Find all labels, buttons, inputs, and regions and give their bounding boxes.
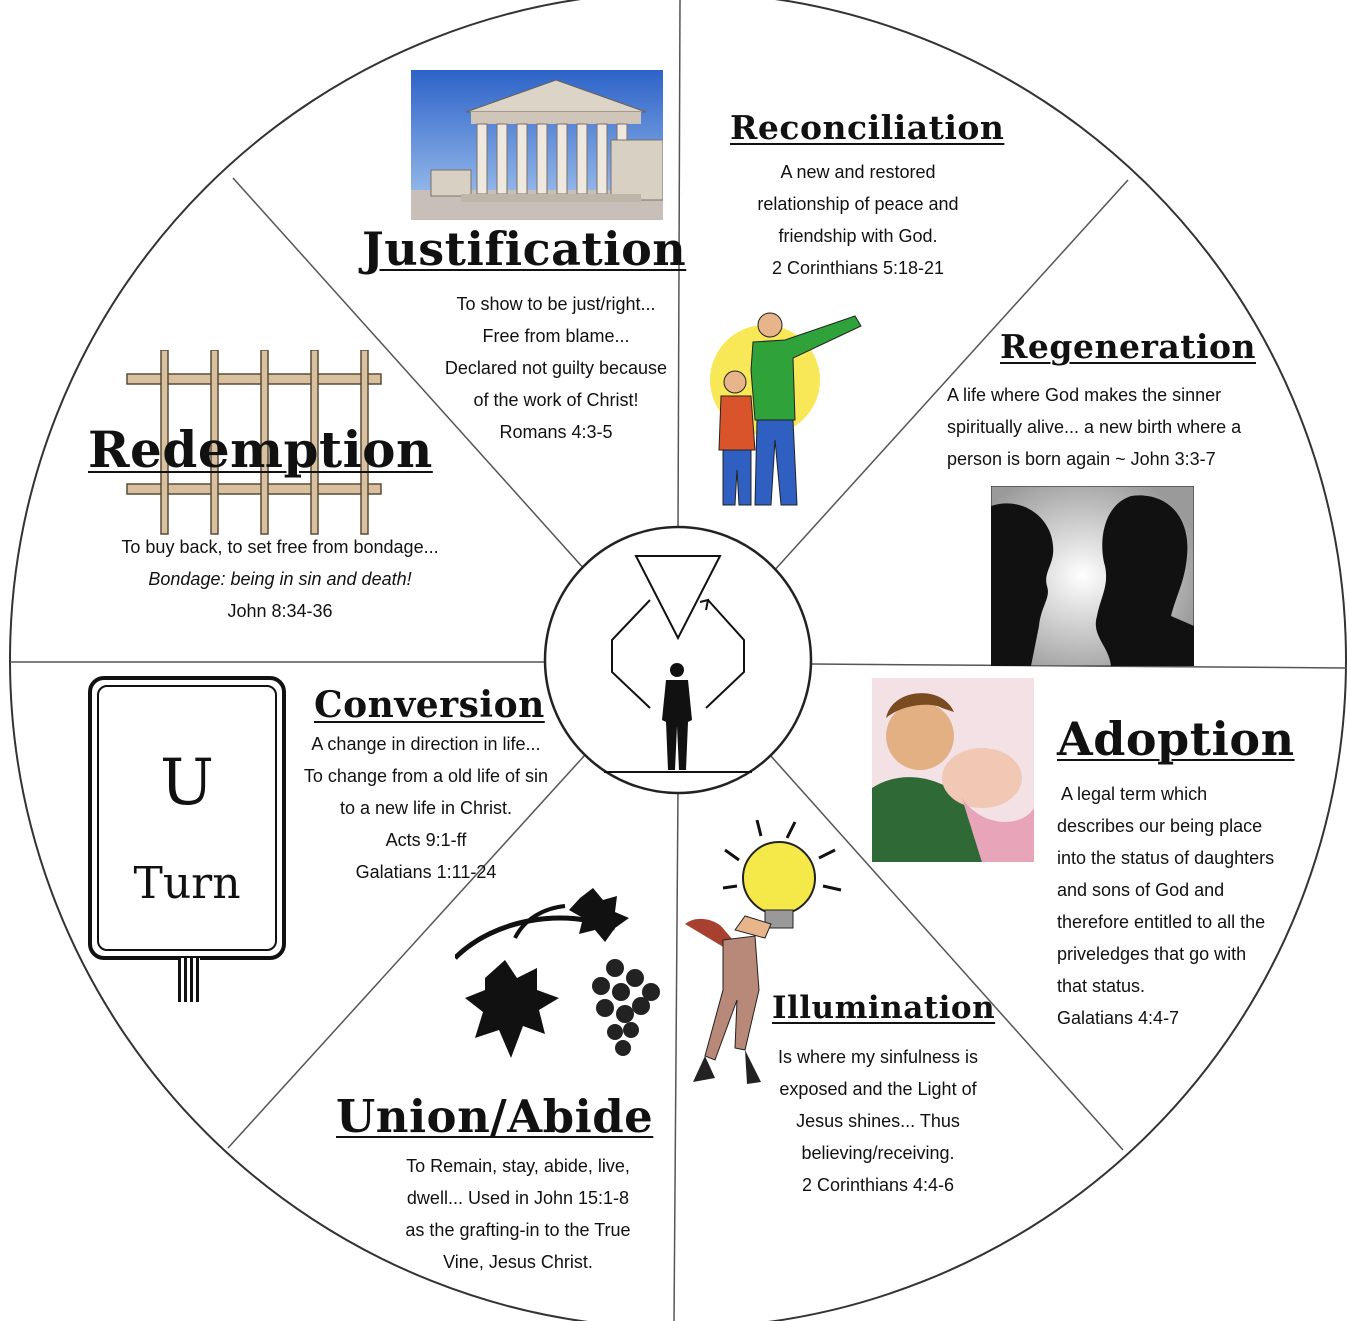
text-line: To show to be just/right... (456, 294, 656, 314)
text-line: that status. (1057, 976, 1146, 996)
text-line: John 8:34-36 (227, 601, 333, 621)
adoption-title: Adoption (1057, 712, 1295, 766)
text-line: 2 Corinthians 5:18-21 (771, 258, 945, 278)
text-line: Galatians 1:11-24 (355, 862, 497, 882)
reconciliation-title: Reconciliation (730, 108, 1005, 147)
conversion-text: A change in direction in life... To chan… (284, 728, 568, 888)
divider-lower-left (227, 754, 586, 1149)
text-line: To buy back, to set free from bondage... (121, 537, 439, 557)
center-circle (543, 525, 813, 795)
union-text: To Remain, stay, abide, live, dwell... U… (378, 1150, 658, 1278)
u-turn-sign: U Turn (88, 676, 286, 960)
sign-post (178, 958, 200, 1002)
justification-title: Justification (362, 222, 687, 276)
lightbulb-woman-image (685, 820, 842, 1084)
text-line: exposed and the Light of (779, 1079, 977, 1099)
text-line: friendship with God. (778, 226, 938, 246)
divider-lower-right (769, 754, 1124, 1151)
text-line: of the work of Christ! (473, 390, 639, 410)
text-line: to a new life in Christ. (339, 798, 513, 818)
adoption-text: A legal term which describes our being p… (1057, 778, 1317, 1034)
prison-bars-image (126, 350, 382, 535)
text-line: person is born again ~ John 3:3-7 (947, 449, 1216, 469)
text-line: A change in direction in life... (311, 734, 541, 754)
justification-text: To show to be just/right... Free from bl… (420, 288, 692, 448)
grapevine-icon (455, 888, 660, 1058)
text-line: Jesus shines... Thus (796, 1111, 960, 1131)
conversion-title: Conversion (314, 684, 545, 726)
text-line: To change from a old life of sin (303, 766, 549, 786)
redemption-title: Redemption (88, 420, 433, 479)
reconciliation-text: A new and restored relationship of peace… (718, 156, 998, 284)
text-line: A new and restored (780, 162, 936, 182)
text-line: To Remain, stay, abide, live, (406, 1156, 630, 1176)
union-title: Union/Abide (336, 1090, 654, 1143)
text-line: into the status of daughters (1057, 848, 1275, 868)
text-line: as the grafting-in to the True (405, 1220, 631, 1240)
text-line: Is where my sinfulness is (777, 1047, 979, 1067)
father-baby-image (872, 678, 1034, 862)
sign-turn-word: Turn (133, 858, 241, 909)
redemption-text: To buy back, to set free from bondage...… (95, 531, 465, 627)
father-son-image (710, 312, 862, 506)
sign-u-letter: U (160, 746, 214, 820)
text-line: A legal term which (1057, 784, 1208, 804)
text-line: Galatians 4:4-7 (1057, 1008, 1180, 1028)
regeneration-text: A life where God makes the sinner spirit… (947, 379, 1287, 475)
standing-man-icon (662, 663, 692, 770)
divider-bottom (673, 789, 679, 1321)
text-line: dwell... Used in John 15:1-8 (406, 1188, 630, 1208)
text-line: priveledges that go with (1057, 944, 1247, 964)
illumination-text: Is where my sinfulness is exposed and th… (748, 1041, 1008, 1201)
courthouse-image (411, 70, 663, 220)
divider-upper-left (232, 177, 587, 572)
text-line: describes our being place (1057, 816, 1263, 836)
text-line: spiritually alive... a new birth where a (947, 417, 1242, 437)
text-line: and sons of God and (1057, 880, 1225, 900)
text-line: relationship of peace and (757, 194, 959, 214)
text-line: Free from blame... (482, 326, 630, 346)
text-line: therefore entitled to all the (1057, 912, 1266, 932)
text-line: A life where God makes the sinner (947, 385, 1222, 405)
divider-upper-right (771, 179, 1129, 574)
text-line: Declared not guilty because (444, 358, 668, 378)
text-line: 2 Corinthians 4:4-6 (801, 1175, 955, 1195)
mother-child-photo (991, 486, 1194, 666)
regeneration-title: Regeneration (1000, 327, 1257, 366)
divider-top (677, 0, 681, 534)
text-line: Romans 4:3-5 (499, 422, 613, 442)
center-emblem-icon (604, 555, 752, 773)
text-line: Acts 9:1-ff (385, 830, 467, 850)
divider-right (811, 663, 1347, 669)
text-line: believing/receiving. (801, 1143, 955, 1163)
text-line: Bondage: being in sin and death! (148, 569, 412, 589)
text-line: Vine, Jesus Christ. (443, 1252, 593, 1272)
illumination-title: Illumination (772, 990, 996, 1026)
